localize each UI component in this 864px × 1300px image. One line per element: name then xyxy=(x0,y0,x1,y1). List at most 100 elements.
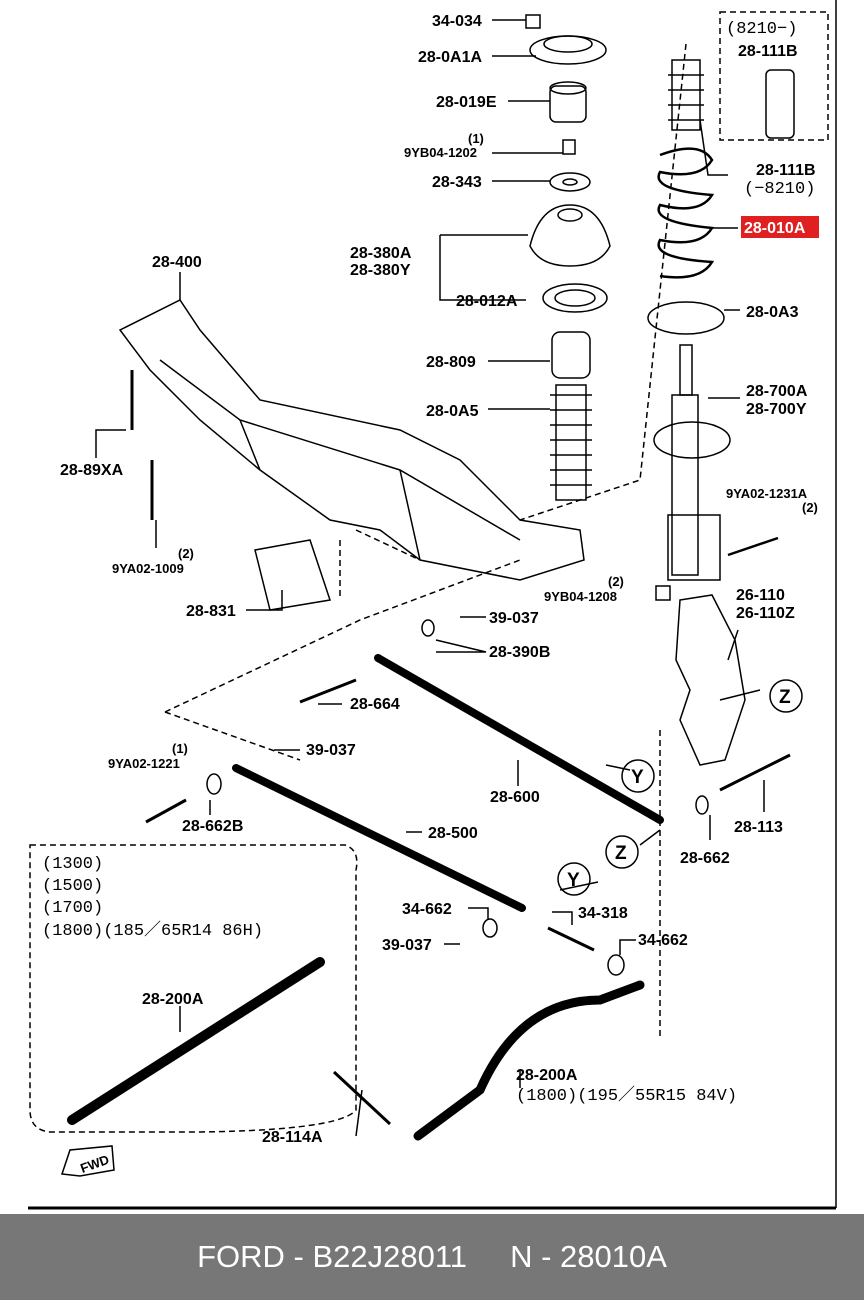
label-28-111B-alt: 28-111B xyxy=(738,43,798,60)
y-marker-circle xyxy=(621,759,655,793)
label-qty-2b: (2) xyxy=(802,500,818,515)
marker-z-1: Z xyxy=(779,687,791,708)
label-28-111B: 28-111B xyxy=(756,162,816,179)
mount-plate-icon xyxy=(529,35,607,65)
label-variant-1800: (1800)(185／65R14 86H) xyxy=(42,920,263,941)
label-28-664: 28-664 xyxy=(350,696,400,713)
z-marker-circle xyxy=(769,679,803,713)
damper-body-icon xyxy=(671,394,699,576)
subframe-icon xyxy=(118,299,585,581)
label-qty-1b: (1) xyxy=(172,741,188,756)
footer-brand: FORD xyxy=(197,1239,285,1274)
strut-mount-icon xyxy=(529,204,611,267)
label-34-662-b: 34-662 xyxy=(638,932,688,949)
label-variant-1500: (1500) xyxy=(42,877,103,896)
label-9YA02-1231A: 9YA02-1231A xyxy=(726,486,808,501)
bump-rubber-alt-icon xyxy=(765,69,795,139)
piston-rod-icon xyxy=(679,344,693,396)
washer-icon xyxy=(549,172,591,192)
marker-y-2: Y xyxy=(567,870,580,891)
label-28-700A: 28-700A xyxy=(746,383,808,400)
label-28-89XA: 28-89XA xyxy=(60,462,124,479)
label-28-809: 28-809 xyxy=(426,354,476,371)
footer-gap xyxy=(467,1239,510,1275)
bumper-icon xyxy=(549,85,587,123)
trailing-arm-variant-icon xyxy=(67,957,325,1125)
label-26-110Z: 26-110Z xyxy=(736,605,795,622)
strut-dashed-line xyxy=(519,43,687,521)
label-9YB04-1208: 9YB04-1208 xyxy=(544,589,617,604)
label-range-8210-from: (8210−) xyxy=(726,20,797,39)
label-28-380A: 28-380A xyxy=(350,245,412,262)
label-26-110: 26-110 xyxy=(736,587,785,604)
label-28-343: 28-343 xyxy=(432,174,482,191)
label-28-662: 28-662 xyxy=(680,850,730,867)
footer-separator: - xyxy=(284,1239,313,1274)
rubber-pad-icon xyxy=(254,539,331,611)
footer-bar: FORD - B22J28011 N - 28010A xyxy=(0,1214,864,1300)
bearing-icon xyxy=(542,283,608,313)
nut-icon xyxy=(525,14,541,29)
label-28-0A1A: 28-0A1A xyxy=(418,49,482,66)
label-28-662B: 28-662B xyxy=(182,818,243,835)
arm-dashed-line xyxy=(164,559,521,713)
z-marker-circle xyxy=(605,835,639,869)
footer-prefix: N xyxy=(510,1239,533,1274)
label-28-700Y: 28-700Y xyxy=(746,401,807,418)
label-34-318: 34-318 xyxy=(578,905,628,922)
label-28-0A3: 28-0A3 xyxy=(746,304,799,321)
label-28-831: 28-831 xyxy=(186,603,236,620)
label-28-113: 28-113 xyxy=(734,819,783,836)
label-9YB04-1202: 9YB04-1202 xyxy=(404,145,477,160)
label-28-200A-variant: 28-200A xyxy=(142,991,204,1008)
label-qty-1a: (1) xyxy=(468,131,484,146)
label-9YA02-1009: 9YA02-1009 xyxy=(112,561,184,576)
label-28-390B: 28-390B xyxy=(489,644,550,661)
marker-y-1: Y xyxy=(631,767,644,788)
label-9YA02-1221: 9YA02-1221 xyxy=(108,756,180,771)
label-28-200A: 28-200A xyxy=(516,1067,578,1084)
label-variant-1800b: (1800)(195／55R15 84V) xyxy=(516,1085,737,1106)
label-28-400: 28-400 xyxy=(152,254,202,271)
footer-part-number: 28010A xyxy=(560,1239,667,1274)
label-qty-2c: (2) xyxy=(608,574,624,589)
bump-stop-icon xyxy=(551,331,591,379)
label-28-380Y: 28-380Y xyxy=(350,262,411,279)
label-34-662-a: 34-662 xyxy=(402,901,452,918)
footer-separator: - xyxy=(532,1239,561,1274)
nut-icon xyxy=(562,139,576,155)
label-39-037-b: 39-037 xyxy=(306,742,356,759)
bump-rubber-icon xyxy=(671,59,701,131)
spring-seat-icon xyxy=(647,301,725,335)
fwd-arrow-icon xyxy=(60,1145,115,1177)
footer-oem-number: B22J28011 xyxy=(312,1239,468,1274)
dust-boot-icon xyxy=(555,384,587,501)
marker-z-2: Z xyxy=(615,843,627,864)
label-variant-1300: (1300) xyxy=(42,855,103,874)
label-39-037-a: 39-037 xyxy=(489,610,539,627)
label-39-037-c: 39-037 xyxy=(382,937,432,954)
trailing-arm-icon xyxy=(413,980,645,1141)
label-28-0A5: 28-0A5 xyxy=(426,403,479,420)
knuckle-icon xyxy=(675,594,746,766)
lateral-link-front-icon xyxy=(374,654,664,824)
label-variant-1700: (1700) xyxy=(42,899,103,918)
highlight-box xyxy=(741,216,819,238)
nut-icon xyxy=(655,585,671,601)
label-34-034: 34-034 xyxy=(432,13,482,30)
label-28-114A: 28-114A xyxy=(262,1129,323,1146)
range-box xyxy=(719,11,829,141)
variant-box xyxy=(29,844,358,1133)
coil-spring-icon xyxy=(657,147,715,279)
label-28-012A: 28-012A xyxy=(456,293,518,310)
label-fwd: FWD xyxy=(78,1152,111,1176)
label-28-010A: 28-010A xyxy=(744,220,806,237)
label-qty-2a: (2) xyxy=(178,546,194,561)
parts-diagram: 34-034 28-0A1A 28-019E (1) 9YB04-1202 28… xyxy=(28,0,837,1210)
label-28-600: 28-600 xyxy=(490,789,540,806)
y-marker-circle xyxy=(557,862,591,896)
lateral-link-rear-icon xyxy=(232,764,526,912)
label-28-019E: 28-019E xyxy=(436,94,497,111)
label-28-500: 28-500 xyxy=(428,825,478,842)
label-range-8210-to: (−8210) xyxy=(744,180,815,199)
